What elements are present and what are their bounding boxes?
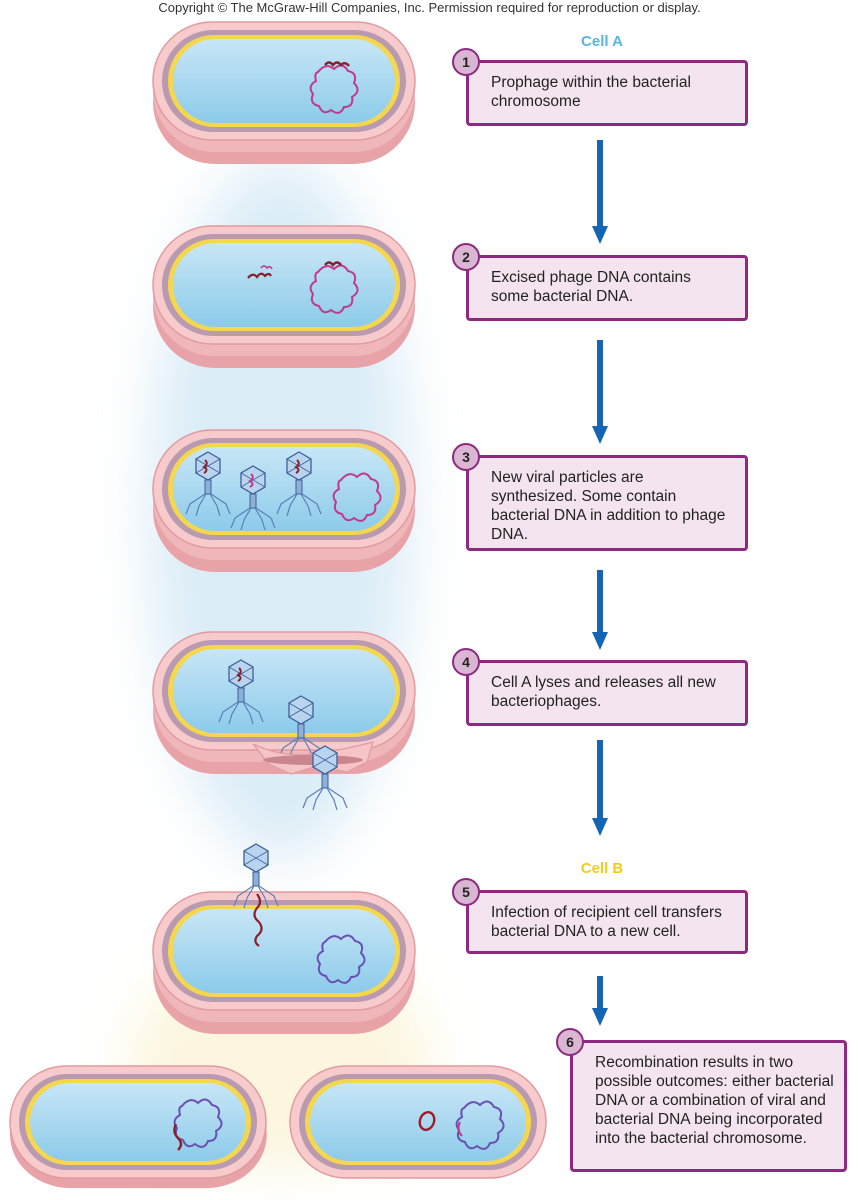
step-4-text: Cell A lyses and releases all new bacter…: [491, 674, 716, 710]
cell-b-step5: [152, 891, 416, 1034]
step-1-number-badge: 1: [452, 48, 480, 76]
cell-b-label: Cell B: [580, 860, 624, 877]
outcome-cell-left: [9, 1065, 267, 1189]
step-4-box: Cell A lyses and releases all new bacter…: [466, 660, 748, 726]
flow-arrows: [592, 140, 608, 1026]
step-1-box: Prophage within the bacterial chromosome: [466, 60, 748, 126]
step-3-text: New viral particles are synthesized. Som…: [491, 469, 726, 543]
cell-a-step4-lysed: [152, 631, 416, 811]
step-6-number-badge: 6: [556, 1028, 584, 1056]
cell-a-step3: [152, 429, 416, 572]
step-5-text: Infection of recipient cell transfers ba…: [491, 904, 722, 940]
step-1-text: Prophage within the bacterial chromosome: [491, 74, 691, 110]
cell-a-label: Cell A: [581, 33, 623, 50]
step-2-text: Excised phage DNA contains some bacteria…: [491, 269, 691, 305]
step-3-number-badge: 3: [452, 443, 480, 471]
step-6-box: Recombination results in two possible ou…: [570, 1040, 847, 1172]
cell-a-step1: [152, 21, 416, 164]
outcome-cell-right: [289, 1065, 547, 1179]
step-5-box: Infection of recipient cell transfers ba…: [466, 890, 748, 954]
copyright-notice: Copyright © The McGraw-Hill Companies, I…: [158, 0, 701, 15]
step-6-text: Recombination results in two possible ou…: [595, 1054, 834, 1147]
cell-a-step2: [152, 225, 416, 368]
step-4-number-badge: 4: [452, 648, 480, 676]
step-5-number-badge: 5: [452, 878, 480, 906]
step-2-number-badge: 2: [452, 243, 480, 271]
step-3-box: New viral particles are synthesized. Som…: [466, 455, 748, 551]
step-2-box: Excised phage DNA contains some bacteria…: [466, 255, 748, 321]
